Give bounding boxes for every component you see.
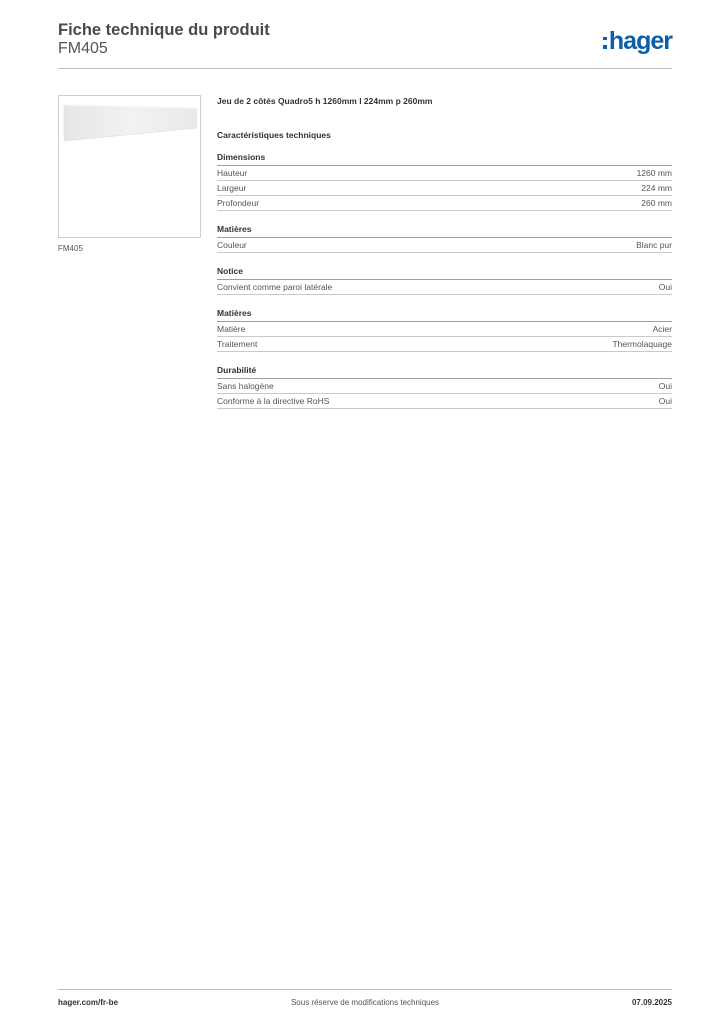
- spec-row: Profondeur 260 mm: [217, 196, 672, 211]
- spec-value: Oui: [658, 396, 672, 406]
- spec-group-title: Matières: [217, 224, 672, 238]
- spec-value: Blanc pur: [636, 240, 672, 250]
- spec-label: Hauteur: [217, 168, 248, 178]
- spec-group-title: Dimensions: [217, 152, 672, 166]
- spec-group-dimensions: Dimensions Hauteur 1260 mm Largeur 224 m…: [217, 152, 672, 211]
- spec-value: 224 mm: [641, 183, 672, 193]
- spec-value: 260 mm: [641, 198, 672, 208]
- page-title: Fiche technique du produit: [58, 21, 270, 39]
- spec-row: Largeur 224 mm: [217, 181, 672, 196]
- product-image-frame: [58, 95, 201, 238]
- spec-value: Oui: [658, 282, 672, 292]
- spec-group-materials-2: Matières Matière Acier Traitement Thermo…: [217, 308, 672, 352]
- spec-value: Thermolaquage: [612, 339, 672, 349]
- spec-group-notice: Notice Convient comme paroi latérale Oui: [217, 266, 672, 295]
- spec-group-title: Durabilité: [217, 365, 672, 379]
- spec-value: 1260 mm: [636, 168, 672, 178]
- technical-specs-title: Caractéristiques techniques: [217, 130, 331, 140]
- product-description: Jeu de 2 côtés Quadro5 h 1260mm l 224mm …: [217, 96, 433, 106]
- spec-label: Largeur: [217, 183, 247, 193]
- spec-row: Conforme à la directive RoHS Oui: [217, 394, 672, 409]
- spec-group-title: Matières: [217, 308, 672, 322]
- product-details: Jeu de 2 côtés Quadro5 h 1260mm l 224mm …: [217, 96, 672, 422]
- spec-row: Sans halogène Oui: [217, 379, 672, 394]
- spec-label: Traitement: [217, 339, 258, 349]
- product-reference: FM405: [58, 40, 108, 57]
- spec-row: Matière Acier: [217, 322, 672, 337]
- footer-website-link[interactable]: hager.com/fr-be: [58, 998, 119, 1007]
- product-image: [63, 104, 197, 142]
- spec-row: Couleur Blanc pur: [217, 238, 672, 253]
- footer-notice: Sous réserve de modifications techniques: [290, 998, 440, 1007]
- product-image-caption: FM405: [58, 244, 83, 253]
- spec-row: Convient comme paroi latérale Oui: [217, 280, 672, 295]
- logo-colon-icon: [603, 36, 607, 49]
- spec-row: Traitement Thermolaquage: [217, 337, 672, 352]
- spec-label: Convient comme paroi latérale: [217, 282, 333, 292]
- spec-row: Hauteur 1260 mm: [217, 166, 672, 181]
- spec-label: Matière: [217, 324, 246, 334]
- spec-label: Conforme à la directive RoHS: [217, 396, 330, 406]
- footer-divider: [58, 989, 672, 990]
- spec-value: Acier: [652, 324, 672, 334]
- footer-date: 07.09.2025: [631, 998, 672, 1007]
- page-header: Fiche technique du produit FM405 hager: [58, 20, 673, 70]
- hager-logo[interactable]: hager: [603, 26, 673, 55]
- spec-label: Sans halogène: [217, 381, 274, 391]
- header-divider: [58, 68, 672, 69]
- logo-text: hager: [608, 26, 673, 55]
- spec-group-durability: Durabilité Sans halogène Oui Conforme à …: [217, 365, 672, 409]
- spec-label: Couleur: [217, 240, 247, 250]
- spec-value: Oui: [658, 381, 672, 391]
- spec-group-materials: Matières Couleur Blanc pur: [217, 224, 672, 253]
- spec-label: Profondeur: [217, 198, 260, 208]
- spec-group-title: Notice: [217, 266, 672, 280]
